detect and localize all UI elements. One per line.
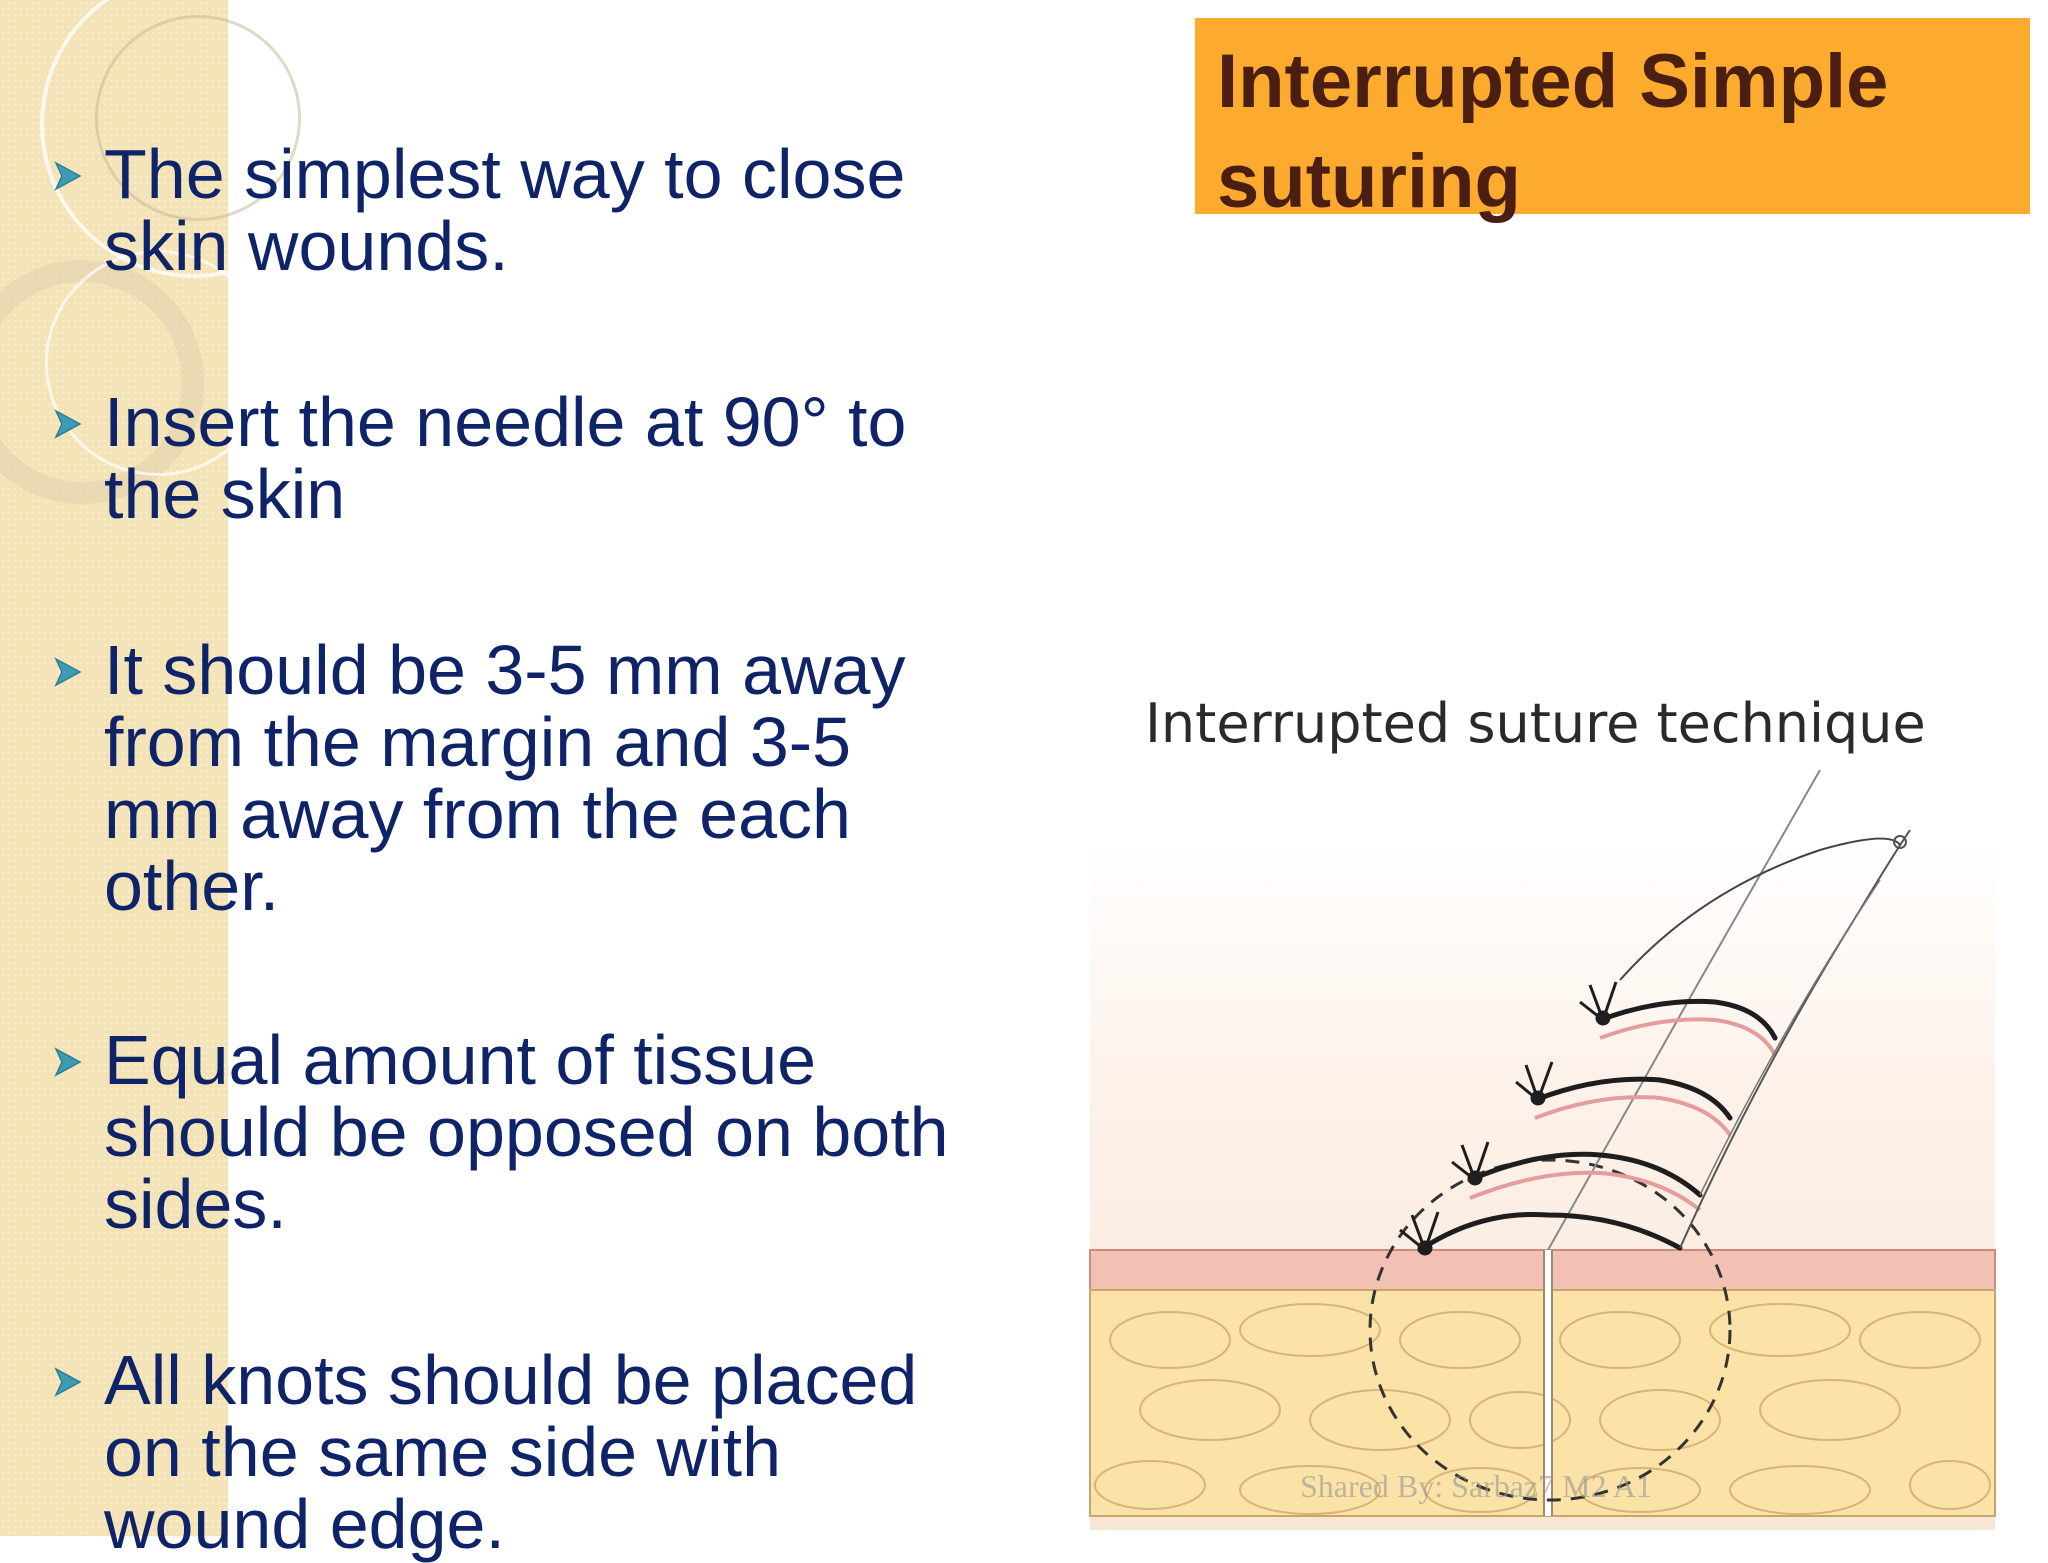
watermark: Shared By: Sarbaz7 M2 A1 [1300,1468,1652,1504]
bullet-line: should be opposed on both [104,1093,949,1171]
chevron-right-arrow-icon [54,1047,82,1077]
title-line: suturing [1217,139,1521,224]
chevron-right-arrow-icon [54,161,82,191]
chevron-right-arrow-icon [54,657,82,687]
bullet-line: skin wounds. [104,207,509,285]
chevron-right-arrow-icon [54,1367,82,1397]
bullet-line: Equal amount of tissue [104,1021,817,1099]
chevron-right-arrow-icon [54,409,82,439]
bullet-text: All knots should be placed on the same s… [104,1344,1024,1560]
bullet-line: Insert the needle at 90° to [104,383,907,461]
illustration-caption: Interrupted suture technique [1145,692,1926,755]
bullet-line: other. [104,847,280,925]
bullet-line: The simplest way to close [104,135,906,213]
bullet-line: sides. [104,1165,287,1243]
bullet-text: The simplest way to close skin wounds. [104,138,1024,282]
bullet-text: Equal amount of tissue should be opposed… [104,1024,1024,1240]
bullet-line: wound edge. [104,1485,505,1563]
bullet-line: the skin [104,455,346,533]
slide-title-box: Interrupted Simple suturing [1195,18,2030,224]
bullet-text: It should be 3-5 mm away from the margin… [104,634,1024,922]
suture-technique-illustration: Interrupted suture technique [1089,692,1996,1530]
bullet-line: on the same side with [104,1413,782,1491]
sidebar-decoration [0,0,228,1536]
slide-title: Interrupted Simple suturing [1217,32,2008,232]
bullet-text: Insert the needle at 90° to the skin [104,386,1024,530]
bullet-line: All knots should be placed [104,1341,918,1419]
bullet-line: mm away from the each [104,775,851,853]
bullet-line: from the margin and 3-5 [104,703,852,781]
bullet-line: It should be 3-5 mm away [104,631,906,709]
title-line: Interrupted Simple [1217,39,1889,124]
